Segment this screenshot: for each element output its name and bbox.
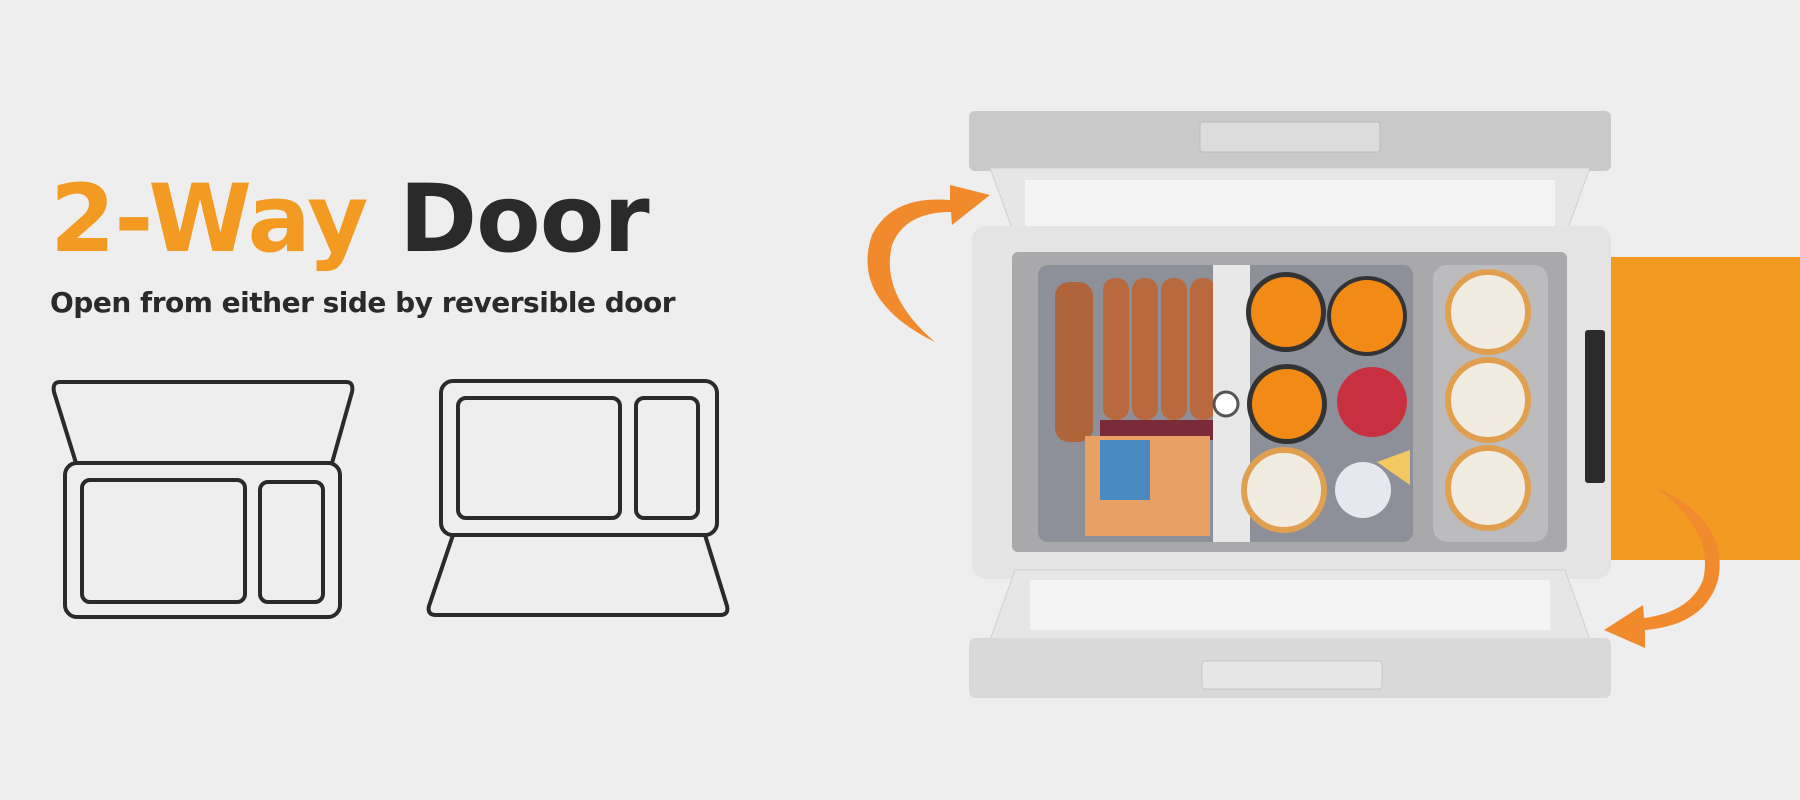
- headline-accent: 2-Way: [50, 165, 368, 274]
- accent-block: [1600, 257, 1800, 560]
- fridge-photo: [969, 111, 1611, 698]
- door-open-top-icon: [51, 380, 355, 619]
- subtitle: Open from either side by reversible door: [50, 286, 676, 319]
- door-open-bottom-icon: [426, 379, 730, 617]
- rotate-arrow-icon: [867, 185, 1720, 648]
- headline: 2-Way Door: [50, 165, 650, 274]
- headline-main: Door: [399, 165, 650, 274]
